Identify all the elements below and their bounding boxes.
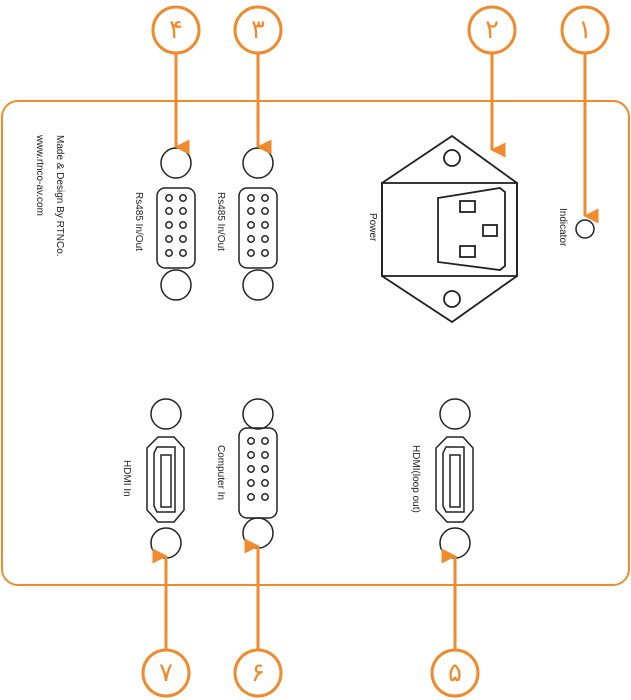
callout-1: ۱: [560, 5, 610, 55]
website-text: www.rtnco-av.com: [34, 134, 45, 216]
callout-5: ۵: [430, 648, 480, 698]
callout-6-number: ۶: [251, 658, 265, 688]
hdmi-in-label: HDMI In: [121, 460, 132, 497]
callout-7: ۷: [141, 648, 191, 698]
callout-2: ۲: [467, 5, 517, 55]
indicator-label: Indicator: [557, 208, 568, 247]
credits: Made & Design By RTNCo. www.rtnco-av.com: [34, 134, 65, 257]
callout-3-number: ۳: [251, 15, 265, 45]
power-label: Power: [367, 213, 378, 242]
callout-4: ۴: [151, 5, 201, 55]
callout-5-number: ۵: [448, 658, 462, 688]
computer-in-port: [238, 398, 278, 549]
rs485-port-4: [156, 147, 196, 301]
device-panel: [1, 100, 630, 586]
callout-7-number: ۷: [159, 658, 173, 688]
hdmi-loop-out-port: [435, 398, 474, 559]
rs485-port-3: [238, 147, 278, 301]
callout-1-number: ۱: [578, 15, 592, 45]
callout-6: ۶: [233, 648, 283, 698]
callout-4-number: ۴: [169, 15, 183, 45]
rs485-b-label: Rs485 In/Out: [215, 192, 226, 251]
rs485-a-label: Rs485 In/Out: [133, 192, 144, 251]
computer-in-label: Computer In: [215, 445, 226, 500]
callout-3: ۳: [233, 5, 283, 55]
indicator-led: [575, 219, 595, 239]
callout-2-number: ۲: [485, 15, 499, 45]
hdmi-in-port: [146, 398, 185, 559]
hdmi-loop-label: HDMI(loop out): [410, 445, 421, 513]
made-by-text: Made & Design By RTNCo.: [54, 135, 65, 257]
power-socket: [381, 134, 518, 324]
